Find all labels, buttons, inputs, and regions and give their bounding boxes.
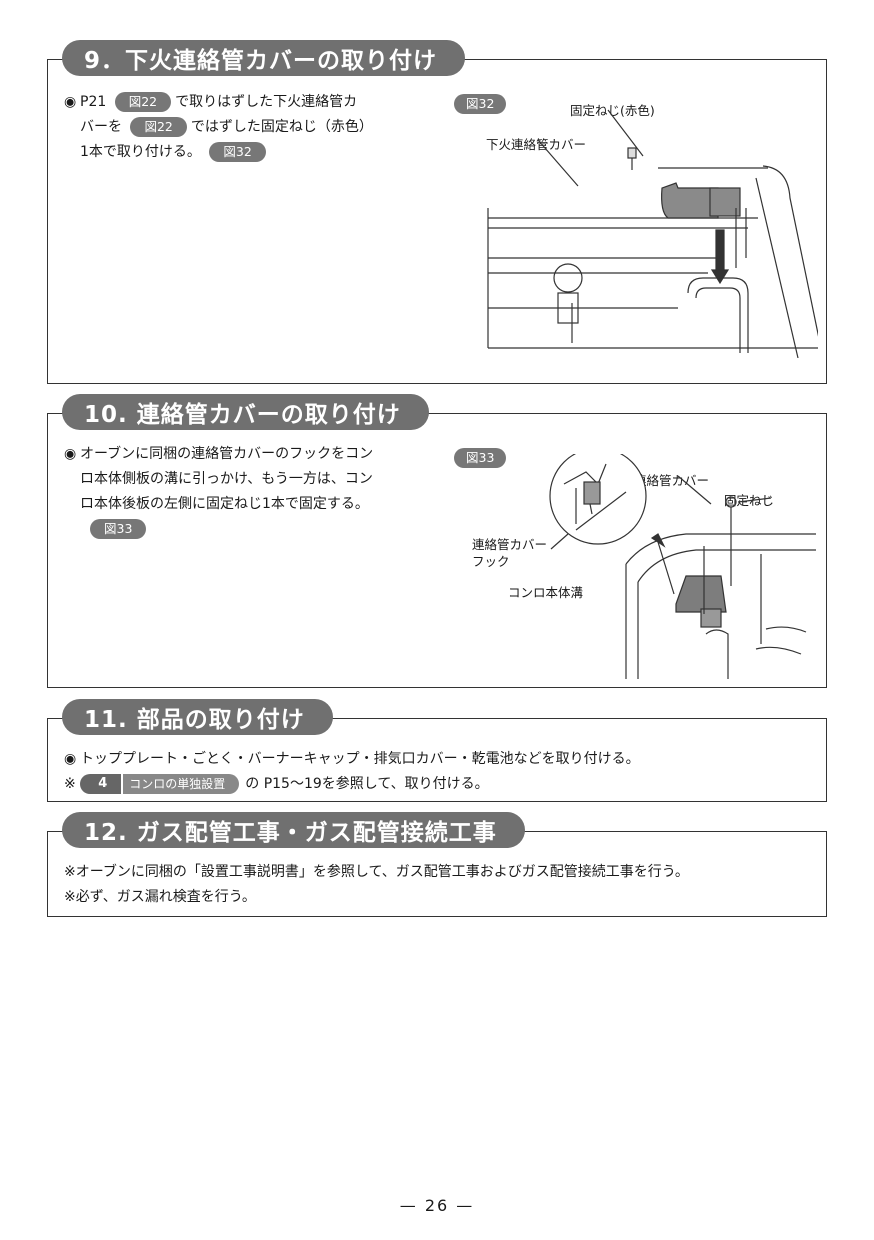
label-groove: コンロ本体溝 (508, 585, 584, 600)
section-10-text: ◉オーブンに同梱の連絡管カバーのフックをコン ロ本体側板の溝に引っかけ、もう一方… (64, 442, 444, 542)
ref-fig32: 図32 (209, 142, 266, 162)
section-11-title: 11. 部品の取り付け (62, 699, 333, 735)
section-12-text: ※オーブンに同梱の「設置工事説明書」を参照して、ガス配管工事およびガス配管接続工… (64, 860, 824, 910)
section-10-line-1: ◉オーブンに同梱の連絡管カバーのフックをコン (64, 442, 444, 467)
bullet-icon: ◉ (64, 446, 77, 462)
section-9-title: 9．下火連絡管カバーの取り付け (62, 40, 466, 76)
ref-fig33: 図33 (90, 519, 147, 539)
label-hook: 連絡管カバー フック (472, 537, 548, 569)
page-number: — 26 — (399, 1196, 475, 1215)
bullet-icon: ◉ (64, 751, 77, 767)
section-12-line-1: ※オーブンに同梱の「設置工事説明書」を参照して、ガス配管工事およびガス配管接続工… (64, 864, 689, 880)
ref-fig22-b: 図22 (130, 117, 187, 137)
section-10-title: 10. 連絡管カバーの取り付け (62, 394, 429, 430)
section-12-title: 12. ガス配管工事・ガス配管接続工事 (62, 812, 525, 848)
section-11-line-1: ◉トッププレート・ごとく・バーナーキャップ・排気口カバー・乾電池などを取り付ける… (64, 747, 824, 772)
section-10-line-3: ロ本体後板の左側に固定ねじ1本で固定する。 (80, 496, 369, 512)
section-9-line-3: 1本で取り付ける。 図32 (64, 140, 444, 165)
section-12: 12. ガス配管工事・ガス配管接続工事 ※オーブンに同梱の「設置工事説明書」を参… (47, 812, 827, 917)
section-11-text: ◉トッププレート・ごとく・バーナーキャップ・排気口カバー・乾電池などを取り付ける… (64, 747, 824, 797)
ref-chapter-number: 4 (80, 774, 122, 794)
bullet-icon: ◉ (64, 94, 77, 110)
figure-33-tag: 図33 (454, 448, 507, 468)
ref-fig22-a: 図22 (114, 92, 172, 112)
section-10-line-4: 図33 (64, 517, 444, 542)
section-12-line-2: ※必ず、ガス漏れ検査を行う。 (64, 889, 256, 905)
figure-32-tag: 図32 (454, 94, 507, 114)
label-fixing-screw-red: 固定ねじ(赤色) (570, 103, 655, 118)
section-10: 10. 連絡管カバーの取り付け ◉オーブンに同梱の連絡管カバーのフックをコン ロ… (47, 394, 827, 688)
label-lower-cover: 下火連絡管カバー (486, 137, 587, 152)
label-connecting-cover: 連絡管カバー (634, 473, 710, 488)
section-11: 11. 部品の取り付け ◉トッププレート・ごとく・バーナーキャップ・排気口カバー… (47, 699, 827, 802)
section-10-line-2: ロ本体側板の溝に引っかけ、もう一方は、コン (80, 471, 373, 487)
figure-32-illustration (487, 109, 818, 358)
figure-33-illustration (549, 454, 816, 679)
ref-chapter-name: コンロの単独設置 (121, 774, 240, 794)
